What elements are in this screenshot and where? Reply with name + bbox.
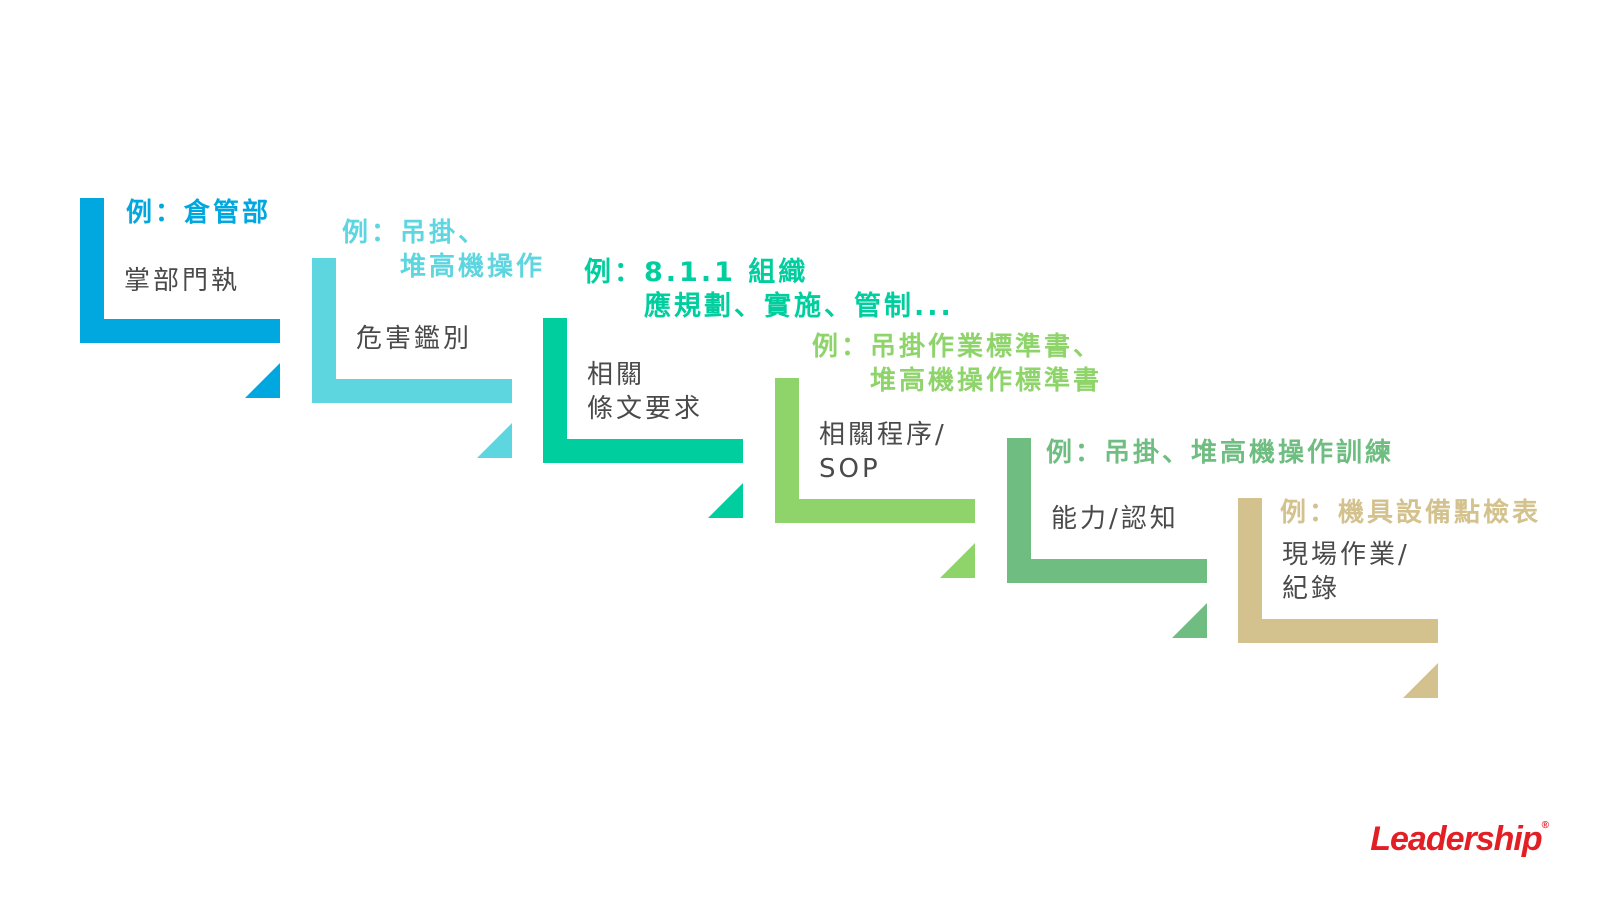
step-2-label: 危害鑑別 bbox=[356, 324, 473, 354]
step-4-bracket-vertical bbox=[775, 378, 799, 523]
step-5-example: 例：吊掛、堆高機操作訓練 bbox=[1046, 438, 1395, 468]
step-6-bracket-horizontal bbox=[1238, 619, 1438, 643]
step-5-bracket-horizontal bbox=[1007, 559, 1207, 583]
step-4-example: 例：吊掛作業標準書、 堆高機操作標準書 bbox=[812, 332, 1103, 396]
step-6-example: 例：機具設備點檢表 bbox=[1280, 498, 1542, 528]
step-1-bracket-horizontal bbox=[80, 319, 280, 343]
step-4-corner-triangle bbox=[940, 543, 975, 578]
step-1-label: 掌部門執 bbox=[124, 266, 241, 296]
step-4-bracket-horizontal bbox=[775, 499, 975, 523]
step-3-corner-triangle bbox=[708, 483, 743, 518]
leadership-logo: Leadership® bbox=[1370, 820, 1549, 858]
step-6-bracket-vertical bbox=[1238, 498, 1262, 643]
step-2-example: 例：吊掛、 堆高機操作 bbox=[342, 218, 546, 282]
step-2-bracket-horizontal bbox=[312, 379, 512, 403]
step-1-example: 例：倉管部 bbox=[126, 198, 272, 228]
step-1-bracket-vertical bbox=[80, 198, 104, 343]
step-2-bracket-vertical bbox=[312, 258, 336, 403]
step-3-bracket-vertical bbox=[543, 318, 567, 463]
step-5-bracket-vertical bbox=[1007, 438, 1031, 583]
step-3-bracket-horizontal bbox=[543, 439, 743, 463]
step-2-corner-triangle bbox=[477, 423, 512, 458]
step-6-corner-triangle bbox=[1403, 663, 1438, 698]
step-3-label: 相關 條文要求 bbox=[587, 360, 704, 424]
step-1-corner-triangle bbox=[245, 363, 280, 398]
step-6-label: 現場作業/ 紀錄 bbox=[1282, 540, 1410, 604]
step-5-corner-triangle bbox=[1172, 603, 1207, 638]
step-3-example: 例：8.1.1 組織 應規劃、實施、管制... bbox=[584, 257, 954, 322]
step-5-label: 能力/認知 bbox=[1051, 504, 1179, 534]
step-4-label: 相關程序/ SOP bbox=[819, 420, 947, 484]
